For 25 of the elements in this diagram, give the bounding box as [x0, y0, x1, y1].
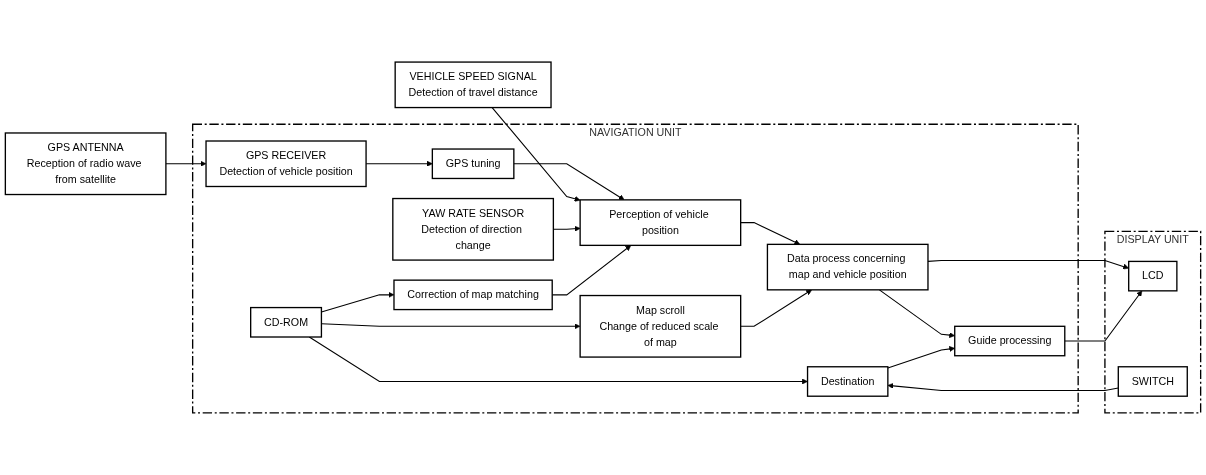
arrow	[927, 259, 1129, 270]
node-box: Destination	[806, 366, 889, 397]
node-box: Data process concerning map and vehicle position	[766, 243, 929, 291]
node-box: CD-ROM	[250, 306, 323, 338]
arrow	[1064, 290, 1143, 342]
node-box: VEHICLE SPEED SIGNAL Detection of travel distance	[394, 61, 552, 109]
node-box: SWITCH	[1117, 366, 1188, 397]
node-box: GPS tuning	[431, 148, 515, 180]
node-box: YAW RATE SENSOR Detection of direction change	[392, 197, 555, 261]
arrow	[491, 107, 581, 202]
arrow	[740, 222, 801, 245]
node-box: LCD	[1128, 260, 1178, 292]
arrow	[165, 160, 207, 167]
node-box: GPS RECEIVER Detection of vehicle position	[205, 140, 367, 188]
arrow	[740, 289, 812, 327]
arrow	[878, 289, 955, 339]
arrow	[887, 382, 1119, 392]
node-box: Correction of map matching	[393, 279, 553, 311]
node-box: Perception of vehicle position	[579, 199, 742, 247]
arrow	[513, 163, 625, 201]
arrow	[887, 346, 955, 369]
node-box: GPS ANTENNA Reception of radio wave from satellite	[4, 132, 167, 196]
node-box: Map scroll Change of reduced scale of map	[579, 294, 742, 358]
node-box: Guide processing	[954, 325, 1066, 357]
arrow	[308, 336, 808, 385]
